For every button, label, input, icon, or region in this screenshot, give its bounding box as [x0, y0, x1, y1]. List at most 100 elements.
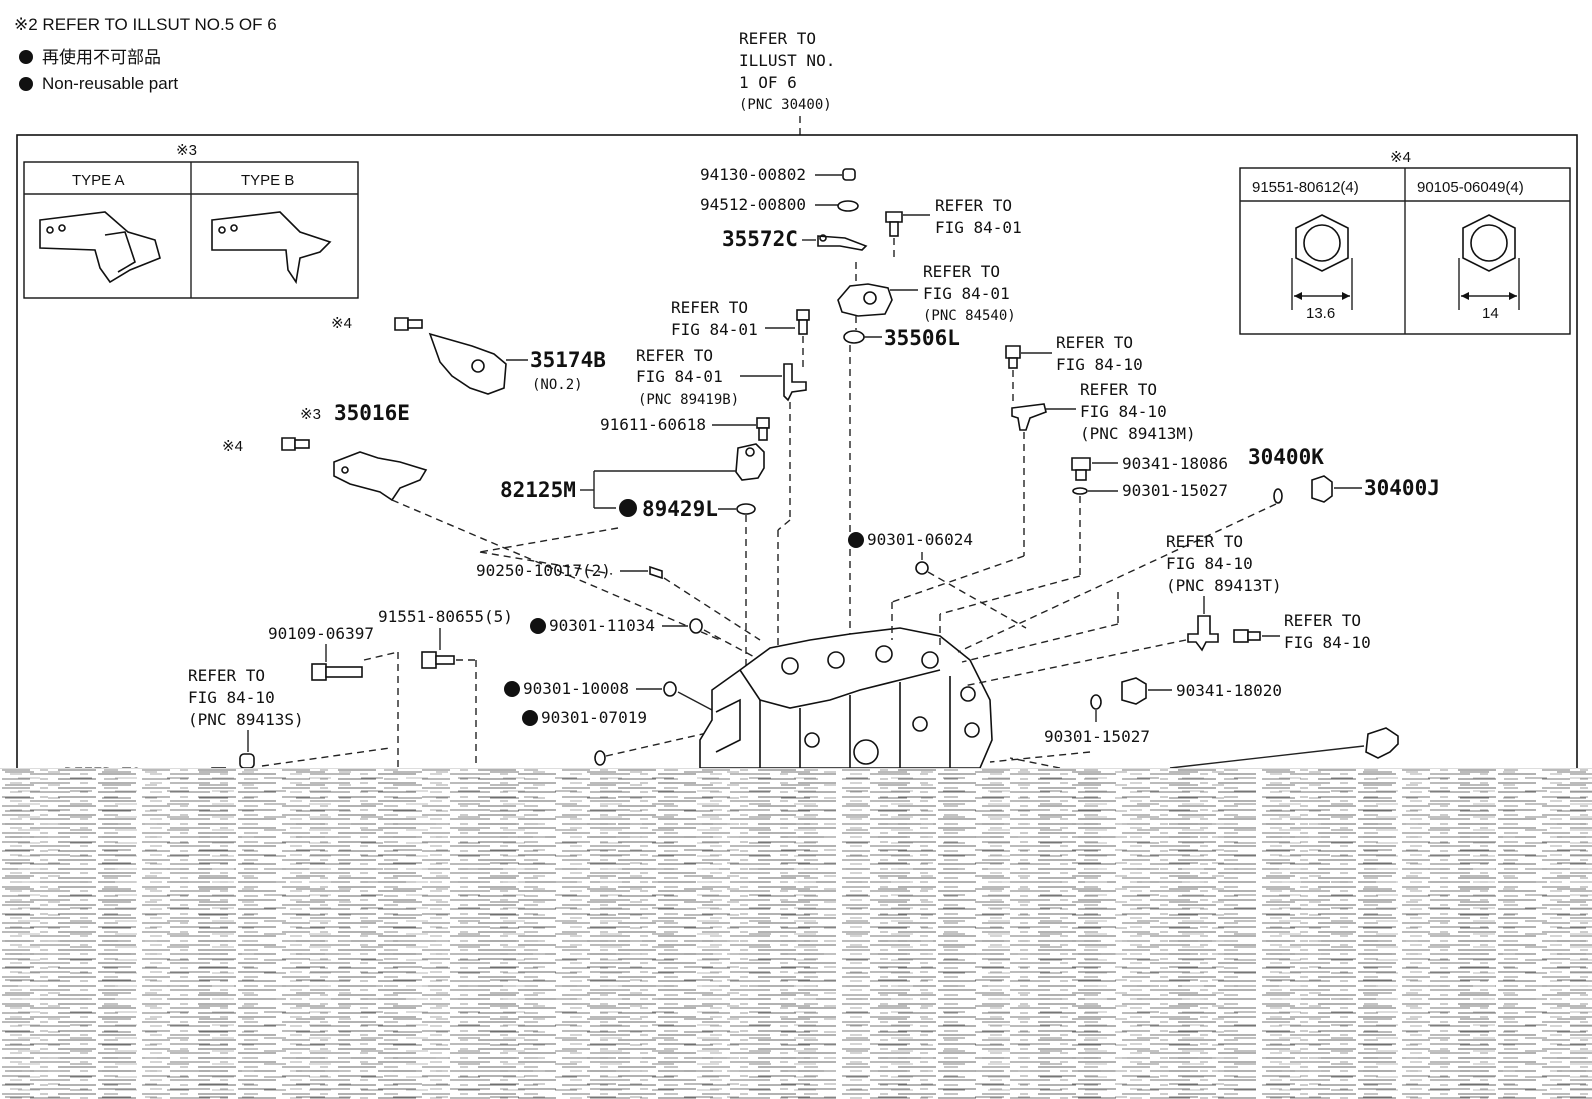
obscured-noise-region	[0, 768, 1592, 1099]
seal-35506l-icon	[843, 330, 865, 344]
label-94130-00802: 94130-00802	[700, 165, 806, 184]
non-reusable-marker-icon	[619, 499, 637, 517]
label-pnc-89419b: (PNC 89419B)	[638, 392, 739, 408]
non-reusable-marker-icon	[530, 618, 546, 634]
bolt-icon	[885, 211, 903, 223]
label-91611-60618: 91611-60618	[600, 415, 706, 434]
refer-fig-84-01-d: FIG 84-01	[636, 367, 723, 386]
label-90250-10017: 90250-10017(2)	[476, 561, 611, 580]
label-94512-00800: 94512-00800	[700, 195, 806, 214]
refer-to-label: REFER TO	[1166, 532, 1243, 551]
label-pnc-89413m: (PNC 89413M)	[1080, 424, 1196, 443]
bolt-icon	[796, 309, 810, 321]
lever-35572c-icon	[817, 235, 868, 251]
label-35506L: 35506L	[884, 326, 960, 350]
label-35174B: 35174B	[530, 348, 606, 372]
o-ring-icon	[594, 750, 606, 766]
plug-icon	[1121, 677, 1147, 705]
pin-icon	[649, 565, 663, 580]
o-ring-icon	[736, 503, 756, 515]
top-refer-line2: ILLUST NO.	[739, 51, 835, 70]
type-variant-box: ※3 TYPE A TYPE B	[23, 142, 359, 299]
refer-fig-84-10-d: FIG 84-10	[1166, 554, 1253, 573]
label-no2: (NO.2)	[532, 377, 583, 393]
label-82125M: 82125M	[500, 478, 576, 502]
label-90301-07019: 90301-07019	[541, 708, 647, 727]
label-pnc-84540: (PNC 84540)	[923, 308, 1016, 324]
label-91551-80655: 91551-80655(5)	[378, 607, 513, 626]
non-reusable-marker-icon	[848, 532, 864, 548]
o-ring-icon	[663, 681, 677, 697]
refer-to-label: REFER TO	[188, 666, 265, 685]
bolt-icon	[421, 651, 437, 669]
plug-icon	[1071, 457, 1091, 471]
bracket-35016e-icon	[333, 451, 428, 502]
label-30400K: 30400K	[1248, 445, 1324, 469]
bolt-icon	[281, 437, 296, 451]
bolt-icon	[311, 663, 327, 681]
top-refer-pnc: (PNC 30400)	[739, 97, 832, 113]
speed-sensor-icon	[783, 363, 807, 402]
pressure-sensor-icon	[1187, 615, 1219, 652]
label-30400J: 30400J	[1364, 476, 1440, 500]
label-pnc-89413t: (PNC 89413T)	[1166, 576, 1282, 595]
fitting-icon	[239, 753, 255, 769]
gasket-icon	[1090, 694, 1102, 710]
legend-non-reusable: Non-reusable part	[42, 74, 178, 93]
type-b-label: TYPE B	[241, 172, 294, 189]
pressure-sensor-icon	[1011, 403, 1047, 431]
refer-fig-84-01-c: FIG 84-01	[671, 320, 758, 339]
bolt-col1-dimension: 13.6	[1306, 305, 1335, 322]
o-ring-icon	[689, 618, 703, 634]
refer-fig-84-10-b: FIG 84-10	[1056, 355, 1143, 374]
non-reusable-marker-icon	[522, 710, 538, 726]
non-reusable-bullet-icon	[19, 77, 33, 91]
refer-to-label: REFER TO	[1080, 380, 1157, 399]
label-89429L: 89429L	[642, 497, 718, 521]
bolt-col2-dimension: 14	[1482, 305, 1499, 322]
refer-to-label: REFER TO	[935, 196, 1012, 215]
bolt-col2-part: 90105-06049(4)	[1417, 179, 1524, 196]
o-ring-icon	[1273, 488, 1283, 504]
refer-to-label: REFER TO	[1284, 611, 1361, 630]
bolt-table-mark: ※4	[1390, 149, 1411, 166]
speed-sensor-icon	[1365, 727, 1399, 759]
label-90301-06024: 90301-06024	[867, 530, 973, 549]
washer-icon	[837, 200, 859, 212]
diagram-frame	[16, 134, 1578, 1099]
hex-bolt-head-icon	[1462, 214, 1516, 272]
refer-fig-84-10-a: FIG 84-10	[188, 688, 275, 707]
label-90109-06397: 90109-06397	[268, 624, 374, 643]
label-35016E: 35016E	[334, 401, 410, 425]
label-90301-11034: 90301-11034	[549, 616, 655, 635]
top-refer-line3: 1 OF 6	[739, 73, 797, 92]
refer-to-label: REFER TO	[636, 346, 713, 365]
type-b-bracket-icon	[211, 211, 332, 285]
label-35572C: 35572C	[722, 227, 798, 251]
top-refer-line1: REFER TO	[739, 29, 816, 48]
type-box-mark: ※3	[176, 142, 197, 159]
hex-bolt-head-icon	[1295, 214, 1349, 272]
non-reusable-marker-icon	[504, 681, 520, 697]
mark-4-b: ※4	[222, 438, 243, 455]
refer-fig-84-10-e: FIG 84-10	[1284, 633, 1371, 652]
cover-35174b-icon	[428, 332, 507, 395]
label-90341-18020: 90341-18020	[1176, 681, 1282, 700]
note-refer-illust-5: ※2 REFER TO ILLSUT NO.5 OF 6	[14, 15, 277, 34]
o-ring-icon	[915, 561, 929, 575]
label-90301-10008: 90301-10008	[523, 679, 629, 698]
bolt-col1-part: 91551-80612(4)	[1252, 179, 1359, 196]
legend-japanese: 再使用不可部品	[42, 47, 161, 67]
filler-plug-30400j-icon	[1311, 475, 1333, 503]
refer-fig-84-10-c: FIG 84-10	[1080, 402, 1167, 421]
refer-to-label: REFER TO	[1056, 333, 1133, 352]
mark-4-a: ※4	[331, 315, 352, 332]
refer-fig-84-01-a: FIG 84-01	[935, 218, 1022, 237]
bolt-icon	[394, 317, 409, 331]
label-90301-15027-a: 90301-15027	[1122, 481, 1228, 500]
sensor-82125m-icon	[735, 443, 765, 481]
refer-to-label: REFER TO	[923, 262, 1000, 281]
bolt-icon	[756, 417, 770, 429]
bolt-icon	[1233, 629, 1249, 643]
